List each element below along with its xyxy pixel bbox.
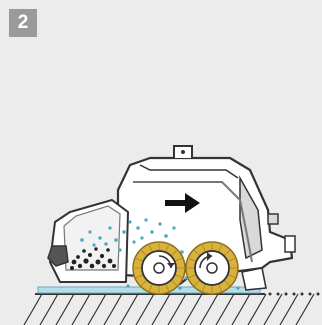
rear-connector: [267, 213, 279, 225]
dirt-particles: [70, 247, 116, 270]
water-droplets: [80, 218, 248, 290]
top-ridge: [139, 164, 239, 179]
top-handle-screw: [181, 150, 185, 154]
hopper-inner-wall: [63, 205, 121, 271]
rear-squeegee: [241, 267, 267, 291]
hopper-handle: [47, 245, 69, 267]
floor-hatching: [23, 293, 315, 325]
step-number-badge: 2: [9, 9, 37, 37]
front-brush: [132, 241, 186, 295]
floor-dotted-line: [268, 292, 320, 296]
direction-arrow-icon: [165, 193, 200, 213]
rear-brush: [185, 241, 239, 295]
body-shade-panel: [239, 175, 263, 260]
rear-latch: [284, 235, 296, 253]
body-panel-line: [133, 181, 253, 263]
